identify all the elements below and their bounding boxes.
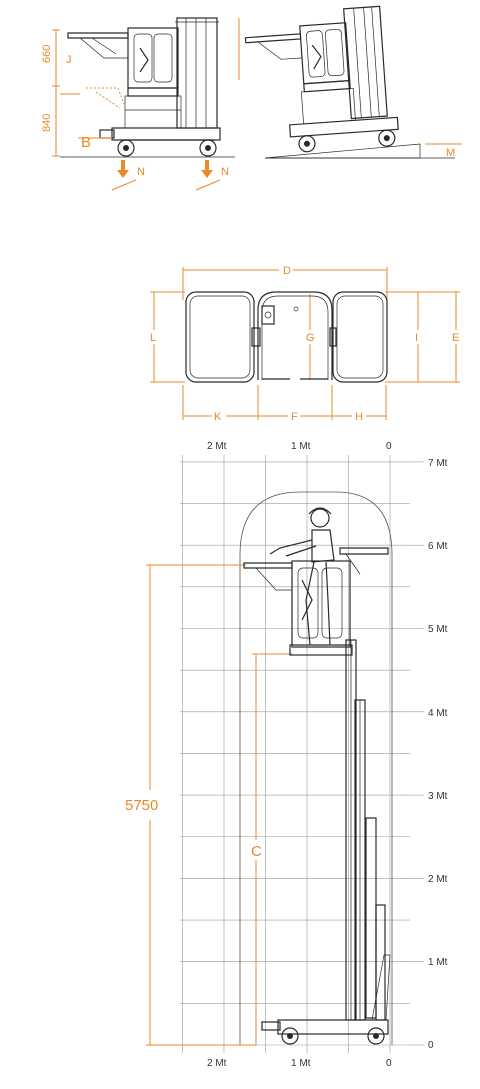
top-view-dimensions (150, 267, 460, 420)
y-tick-3mt: 3 Mt (428, 791, 448, 802)
label-h: H (355, 411, 363, 423)
dim-660: 660 (41, 45, 53, 63)
height-dimensions (146, 564, 292, 1046)
label-k: K (214, 411, 222, 423)
x-tick-bottom-2mt: 2 Mt (207, 1058, 227, 1069)
x-tick-bottom-0: 0 (386, 1058, 392, 1069)
reach-grid (180, 455, 424, 1053)
label-e: E (452, 332, 459, 344)
raised-lift (243, 507, 391, 1045)
y-tick-0: 0 (428, 1040, 434, 1051)
label-d: D (283, 265, 291, 277)
label-n-left: N (137, 166, 145, 178)
label-m: M (446, 147, 455, 159)
y-tick-2mt: 2 Mt (428, 874, 448, 885)
side-view-dimensions (52, 18, 240, 157)
x-tick-top-2mt: 2 Mt (207, 441, 227, 452)
side-view-lift (60, 17, 235, 158)
y-tick-1mt: 1 Mt (428, 957, 448, 968)
label-n-right: N (221, 166, 229, 178)
y-tick-6mt: 6 Mt (428, 541, 448, 552)
reach-envelope (239, 491, 393, 1045)
label-c: C (251, 843, 262, 860)
y-tick-4mt: 4 Mt (428, 708, 448, 719)
label-b: B (81, 134, 91, 151)
x-tick-bottom-1mt: 1 Mt (291, 1058, 311, 1069)
label-j: J (66, 54, 72, 66)
label-i: I (415, 332, 418, 344)
load-arrows (111, 160, 221, 191)
label-l: L (150, 332, 156, 344)
x-tick-top-1mt: 1 Mt (291, 441, 311, 452)
top-view-lift (185, 291, 388, 383)
y-tick-5mt: 5 Mt (428, 624, 448, 635)
label-g: G (306, 332, 315, 344)
y-tick-7mt: 7 Mt (428, 458, 448, 469)
label-f: F (291, 411, 298, 423)
x-tick-top-0: 0 (386, 441, 392, 452)
dim-840: 840 (41, 114, 53, 132)
dim-5750: 5750 (125, 797, 158, 814)
slope-view-lift (244, 5, 455, 159)
